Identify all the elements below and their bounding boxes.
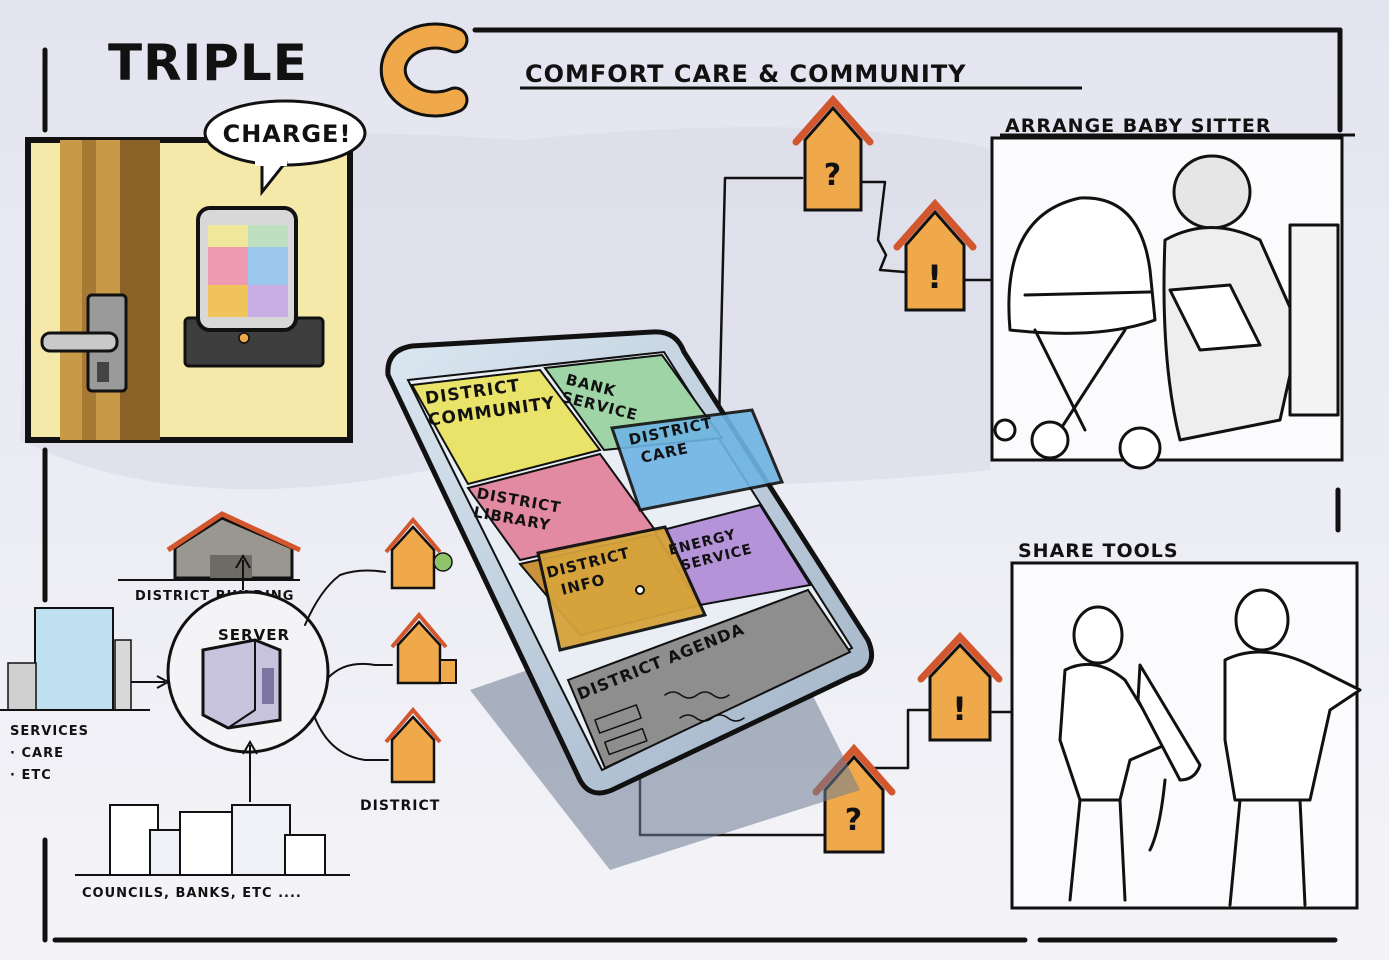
pram-illustration bbox=[993, 196, 1162, 470]
district-house-1 bbox=[384, 516, 453, 590]
man-right-illustration bbox=[1223, 588, 1362, 907]
services-building bbox=[0, 607, 150, 711]
bubble-text: CHARGE! bbox=[223, 120, 352, 148]
server-label: SERVER bbox=[218, 626, 290, 644]
server-icon bbox=[201, 638, 282, 730]
house-exclaim-bottom: ! bbox=[917, 631, 1003, 742]
share-tools-title: SHARE TOOLS bbox=[1018, 540, 1179, 562]
councils-label: COUNCILS, BANKS, ETC .... bbox=[82, 886, 302, 901]
title-c-logo: C bbox=[379, 22, 469, 118]
tile-district-care bbox=[609, 408, 785, 512]
services-label: SERVICES · CARE · ETC bbox=[10, 724, 94, 783]
man-left-illustration bbox=[1058, 605, 1167, 902]
network-diagram: DISTRICT BUILDING SERVER bbox=[0, 511, 457, 901]
tablet-device: DISTRICT COMMUNITY BANK SERVICE DISTRICT… bbox=[385, 329, 874, 870]
door-handle bbox=[40, 293, 128, 393]
server-to-district-lines bbox=[304, 569, 393, 761]
house-exclaim-bottom-mark: ! bbox=[952, 690, 968, 728]
councils-buildings bbox=[75, 804, 350, 876]
agenda-scribbles bbox=[594, 691, 745, 756]
title-word: TRIPLE bbox=[108, 34, 308, 92]
info-anchor-dot bbox=[635, 585, 645, 595]
charging-dock bbox=[183, 206, 325, 368]
speech-bubble: CHARGE! bbox=[203, 99, 367, 197]
district-building bbox=[118, 511, 302, 581]
house-exclaim-top: ! bbox=[893, 198, 977, 312]
tile-district-agenda bbox=[566, 588, 852, 770]
house-question-bottom-mark: ? bbox=[845, 803, 863, 838]
babysitter-title: ARRANGE BABY SITTER bbox=[1005, 115, 1271, 137]
chainsaw-tool-illustration bbox=[1136, 663, 1202, 852]
district-house-3 bbox=[384, 706, 442, 784]
tile-district-info bbox=[536, 525, 708, 652]
tile-district-library-label: DISTRICT LIBRARY bbox=[472, 484, 569, 536]
share-tools-scene: SHARE TOOLS bbox=[1010, 540, 1362, 910]
tile-district-community bbox=[410, 368, 602, 486]
house-question-top: ? bbox=[792, 94, 874, 212]
district-label: DISTRICT bbox=[360, 798, 440, 814]
title-subtitle: COMFORT CARE & COMMUNITY bbox=[525, 60, 967, 88]
title-letter: C bbox=[419, 81, 421, 83]
district-house-2 bbox=[390, 611, 457, 685]
house-exclaim-top-mark: ! bbox=[927, 258, 943, 296]
babysitter-scene: ARRANGE BABY SITTER bbox=[990, 115, 1355, 470]
charger-panel: CHARGE! bbox=[25, 99, 367, 443]
frame bbox=[42, 27, 1343, 943]
grandmother-illustration bbox=[1162, 154, 1340, 442]
house-question-top-mark: ? bbox=[824, 158, 842, 193]
